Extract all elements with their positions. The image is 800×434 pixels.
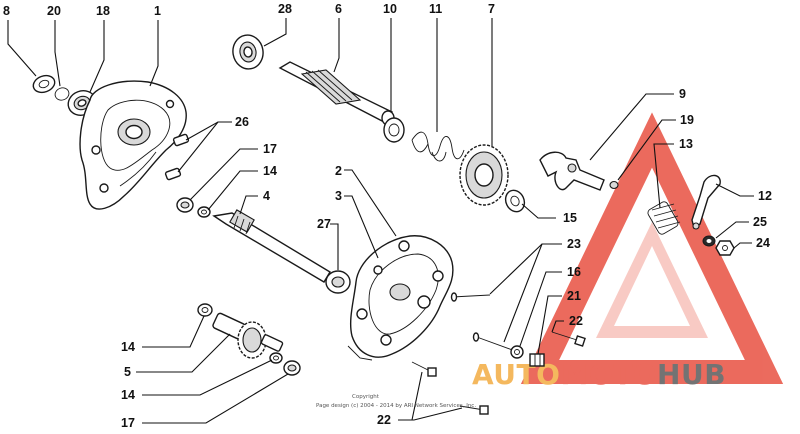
callout-label: 1 (154, 4, 161, 18)
part-spring-11 (411, 131, 465, 162)
part-pin-19 (609, 180, 619, 190)
callout-label: 11 (429, 2, 442, 16)
copyright-line-2: Page design (c) 2004 - 2014 by ARI Netwo… (316, 403, 476, 409)
svg-text:AUTOMOTOHUB: AUTOMOTOHUB (472, 358, 726, 391)
callout-label: 22 (377, 413, 391, 427)
part-dowel-26 (164, 133, 190, 181)
part-washer-16 (510, 345, 524, 359)
part-case-cover-1 (79, 80, 187, 210)
part-bearing-17-lower (283, 360, 301, 376)
callout-label: 23 (567, 237, 581, 251)
callout-label: 22 (569, 314, 583, 328)
callout-label: 2 (335, 164, 342, 178)
copyright-notice: Copyright Page design (c) 2004 - 2014 by… (316, 394, 476, 409)
part-washer-10 (383, 117, 405, 143)
callout-label: 16 (567, 265, 581, 279)
callout-label: 3 (335, 189, 342, 203)
part-nut-21 (529, 353, 545, 367)
watermark-hub: HUB (657, 358, 726, 391)
part-washer-15 (504, 189, 526, 213)
part-seal-8 (32, 74, 56, 94)
callout-label: 10 (383, 2, 397, 16)
callout-label: 17 (121, 416, 135, 430)
callout-labels: 8 20 18 1 28 6 10 11 7 9 19 13 12 25 24 … (3, 2, 772, 430)
copyright-line-1: Copyright (352, 394, 380, 400)
part-washer-14-lower-a (197, 303, 213, 317)
part-gear-5 (212, 312, 284, 359)
callout-label: 27 (317, 217, 331, 231)
part-washer-14-upper (197, 206, 211, 218)
callout-label: 14 (121, 340, 135, 354)
part-lever-12 (691, 174, 721, 230)
callout-label: 7 (488, 2, 495, 16)
part-circlip-20 (54, 87, 70, 101)
callout-label: 25 (753, 215, 767, 229)
watermark-moto: MOTO (560, 358, 657, 391)
callout-label: 15 (563, 211, 577, 225)
watermark-logo: AUTOMOTOHUB (472, 112, 784, 391)
part-screw-22 (411, 331, 586, 415)
part-gearbox-housing-2 (347, 235, 454, 361)
callout-label: 14 (263, 164, 277, 178)
callout-label: 17 (263, 142, 277, 156)
part-mainshaft-6 (278, 61, 395, 126)
part-nut-25 (702, 235, 716, 247)
part-bolt-23 (450, 292, 519, 353)
callout-label: 12 (758, 189, 772, 203)
callout-label: 24 (756, 236, 770, 250)
callout-label: 14 (121, 388, 135, 402)
callout-label: 28 (278, 2, 292, 16)
part-bearing-17 (176, 197, 194, 213)
callout-label: 13 (679, 137, 693, 151)
watermark-auto: AUTO (472, 358, 560, 391)
callout-label: 9 (679, 87, 686, 101)
part-gear-7 (459, 144, 509, 206)
callout-label: 4 (263, 189, 270, 203)
part-fork-9 (539, 151, 605, 191)
callout-label: 26 (235, 115, 249, 129)
part-shaft-4 (212, 209, 331, 283)
callout-label: 21 (567, 289, 581, 303)
callout-label: 5 (124, 365, 131, 379)
leader-lines (7, 18, 754, 424)
part-spring-13 (647, 201, 681, 235)
callout-label: 20 (47, 4, 61, 18)
callout-label: 8 (3, 4, 10, 18)
callout-label: 19 (680, 113, 694, 127)
callout-label: 6 (335, 2, 342, 16)
part-washer-14-lower-b (269, 352, 283, 364)
callout-label: 18 (96, 4, 110, 18)
part-bearing-27 (325, 270, 351, 294)
part-nut-24 (715, 240, 735, 256)
part-bearing-28 (232, 34, 264, 70)
